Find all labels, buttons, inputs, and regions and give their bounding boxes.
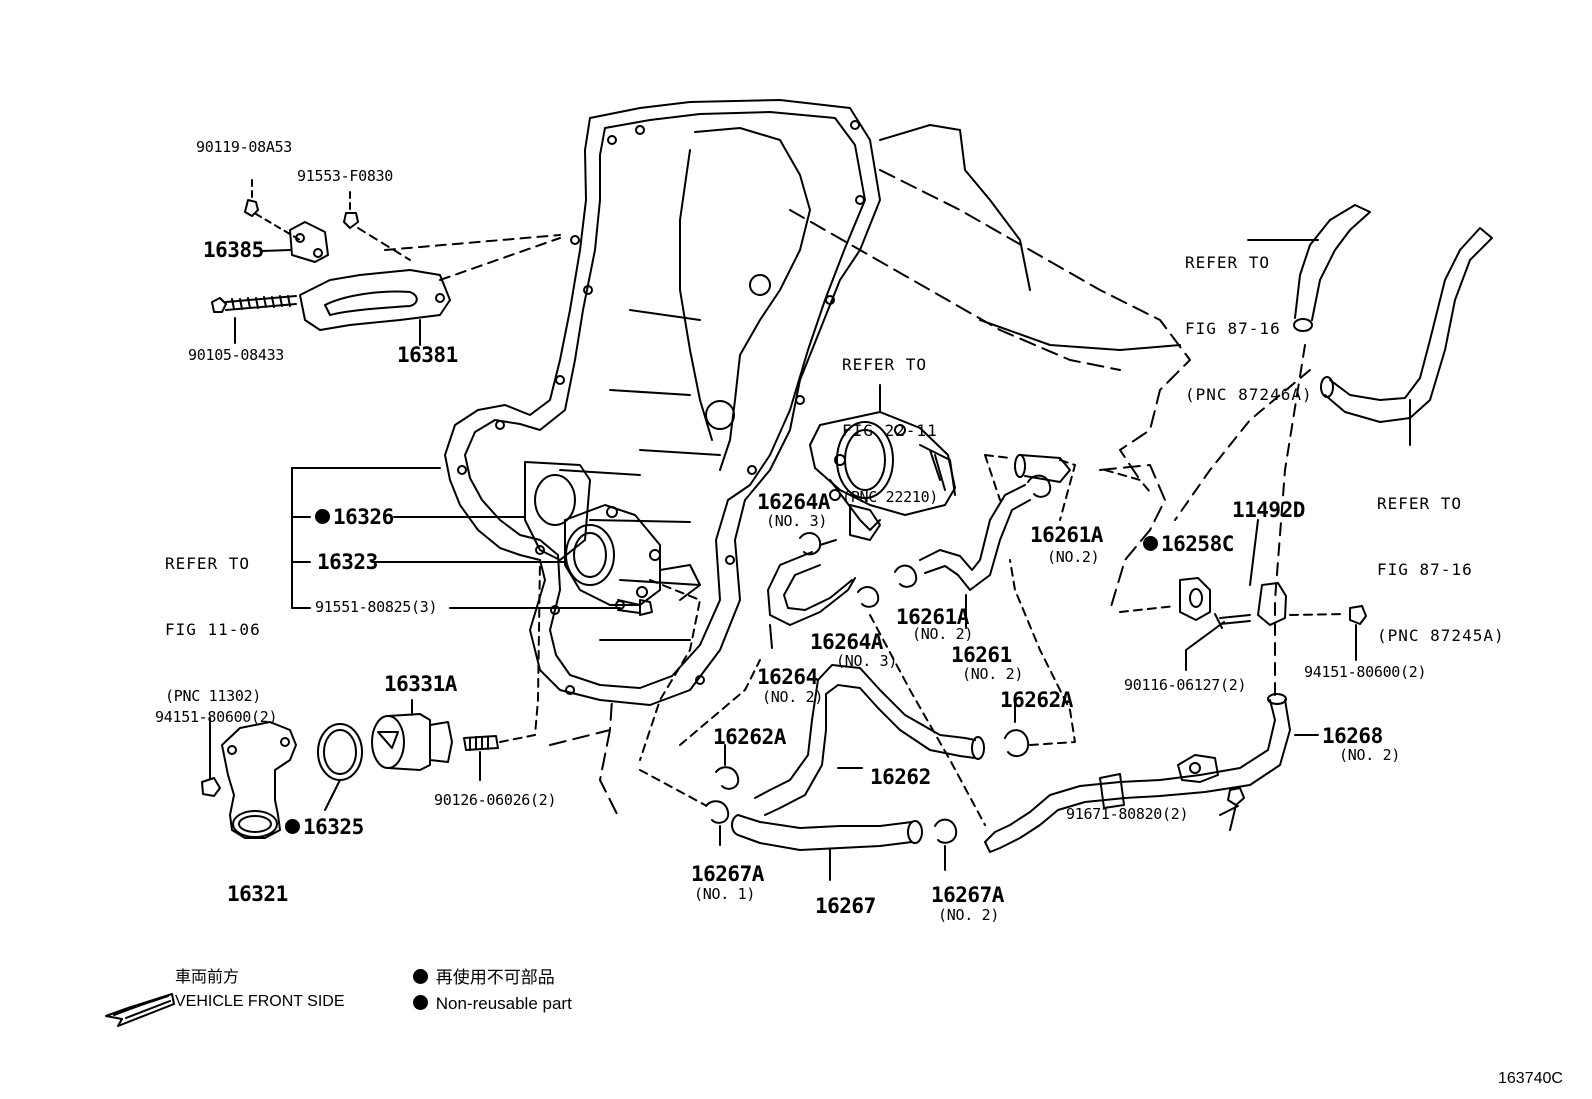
- timing-chain-cover: [444, 99, 1191, 821]
- part-label-16261A-right: 16261A: [1030, 523, 1103, 547]
- part-label-16267A-no1: 16267A: [691, 862, 764, 886]
- ref-fig-87-16-a: REFER TO FIG 87-16 (PNC 87246A): [1185, 253, 1313, 404]
- legend-front-jp: 車両前方: [175, 969, 240, 986]
- ref-fig-87-16-b: REFER TO FIG 87-16 (PNC 87245A): [1377, 494, 1505, 645]
- legend-front-en: VEHICLE FRONT SIDE: [175, 993, 345, 1010]
- part-label-16264A-upper-sub: (NO. 3): [766, 512, 828, 530]
- part-label-91671-80820: 91671-80820(2): [1066, 805, 1189, 823]
- part-label-90119-08A53: 90119-08A53: [196, 138, 293, 156]
- part-label-16262: 16262: [870, 765, 931, 789]
- part-label-16264A-lower: 16264A: [810, 630, 883, 654]
- part-label-91551-80825: 91551-80825(3): [315, 598, 438, 616]
- part-label-90116-06127: 90116-06127(2): [1124, 676, 1247, 694]
- part-label-16267A-no1-sub: (NO. 1): [694, 885, 756, 903]
- catalog-code: 163740C: [1498, 1070, 1563, 1087]
- thermostat-group: [201, 559, 541, 839]
- part-label-94151-80600-left: 94151-80600(2): [155, 708, 278, 726]
- non-reusable-dot: [413, 969, 428, 985]
- part-label-16267A-no2: 16267A: [931, 883, 1004, 907]
- part-label-16268: 16268: [1322, 724, 1383, 748]
- part-label-16267: 16267: [815, 894, 876, 918]
- part-label-16264A-lower-sub: (NO. 3): [836, 652, 898, 670]
- part-label-16325: 16325: [285, 817, 364, 838]
- hoses: [639, 454, 1076, 881]
- non-reusable-dot: [315, 508, 330, 524]
- part-label-16264A-upper: 16264A: [757, 490, 830, 514]
- part-label-16267A-no2-sub: (NO. 2): [938, 906, 1000, 924]
- legend-nonreuse-jp: 再使用不可部品: [413, 969, 555, 986]
- ref-fig-22-11: REFER TO FIG 22-11 (PNC 22210): [842, 355, 939, 506]
- legend-nonreuse-en: Non-reusable part: [413, 995, 572, 1012]
- ref-bracket-11-06: [291, 467, 621, 609]
- part-label-16261A-right-sub: (NO.2): [1047, 548, 1100, 566]
- water-bypass-pipe: [984, 204, 1493, 853]
- part-label-91553-F0830: 91553-F0830: [297, 167, 394, 185]
- part-label-16385: 16385: [203, 238, 264, 262]
- part-label-16262A-right: 16262A: [1000, 688, 1073, 712]
- bolt-91551: [617, 599, 653, 616]
- non-reusable-dot: [1143, 535, 1158, 551]
- part-label-90126-06026: 90126-06026(2): [434, 791, 557, 809]
- part-label-90105-08433: 90105-08433: [188, 346, 285, 364]
- part-label-94151-80600-right: 94151-80600(2): [1304, 663, 1427, 681]
- part-label-16321: 16321: [227, 882, 288, 906]
- part-label-16381: 16381: [397, 343, 458, 367]
- part-label-11492D: 11492D: [1232, 498, 1305, 522]
- part-label-16268-sub: (NO. 2): [1339, 746, 1401, 764]
- part-label-16261-sub: (NO. 2): [962, 665, 1024, 683]
- throttle-body: [809, 384, 956, 541]
- part-label-16326: 16326: [315, 507, 394, 528]
- part-label-16262A-left: 16262A: [713, 725, 786, 749]
- part-label-16331A: 16331A: [384, 672, 457, 696]
- part-label-16261A-center: 16261A: [896, 605, 969, 629]
- vehicle-front-arrow: [105, 993, 175, 1027]
- non-reusable-dot: [285, 818, 300, 834]
- part-label-16264-sub: (NO. 2): [762, 688, 824, 706]
- part-label-16264: 16264: [757, 665, 818, 689]
- part-label-16258C: 16258C: [1143, 534, 1234, 555]
- part-label-16261A-center-sub: (NO. 2): [912, 625, 974, 643]
- ref-fig-11-06: REFER TO FIG 11-06 (PNC 11302): [165, 554, 262, 705]
- part-label-16323: 16323: [317, 550, 378, 574]
- non-reusable-dot: [413, 995, 428, 1011]
- part-label-16261: 16261: [951, 643, 1012, 667]
- bracket-group: [211, 179, 561, 346]
